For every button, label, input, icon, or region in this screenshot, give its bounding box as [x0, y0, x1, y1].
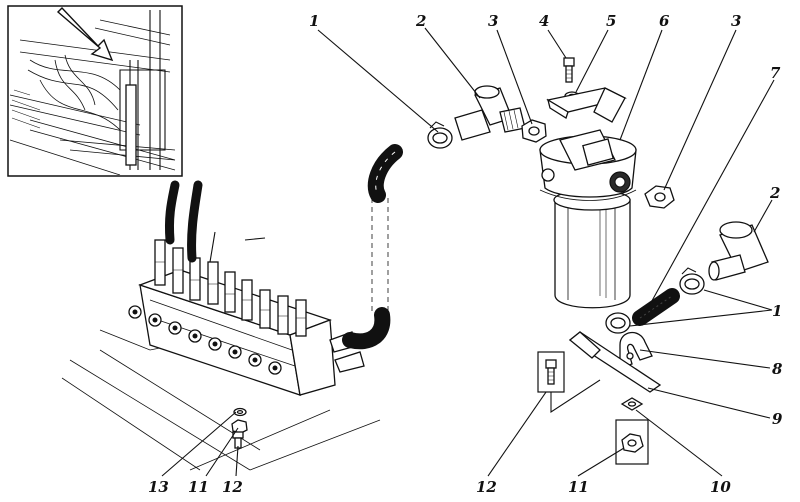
fuel-pipe [568, 331, 662, 393]
callout-2-right: 2 [769, 184, 780, 202]
callout-6: 6 [659, 12, 670, 30]
locator-arrow-icon [56, 7, 114, 62]
bolt-top [563, 57, 575, 83]
short-hose [632, 288, 680, 326]
callout-2-top: 2 [415, 12, 426, 30]
washer-left [233, 407, 247, 417]
callout-3-right: 3 [731, 12, 741, 30]
nut-left [231, 419, 248, 434]
mounting-bracket [546, 87, 627, 123]
elbow-fitting-top [454, 85, 526, 141]
callout-7: 7 [770, 64, 781, 82]
callout-8: 8 [772, 360, 783, 378]
callout-11-left: 11 [188, 478, 209, 496]
hose-clamp-top [427, 121, 453, 149]
callout-3-top: 3 [488, 12, 498, 30]
washer-bottom [620, 397, 644, 411]
callout-4: 4 [539, 12, 549, 30]
callout-5: 5 [606, 12, 616, 30]
elbow-fitting-right [708, 221, 769, 281]
callout-12-bottom: 12 [476, 478, 497, 496]
callout-13: 13 [148, 478, 169, 496]
nut-bottom [615, 419, 649, 465]
bolt-left [232, 431, 244, 449]
callout-10: 10 [710, 478, 731, 496]
manifold-block [61, 180, 381, 471]
supply-hose [342, 144, 403, 350]
callout-9: 9 [772, 410, 783, 428]
bolt-bottom [537, 351, 601, 414]
inset-locator-view [7, 5, 183, 177]
callout-1-right: 1 [772, 302, 782, 320]
hose-clamp-lower [605, 312, 631, 334]
callout-12-left: 12 [222, 478, 243, 496]
nut-top [521, 119, 547, 143]
fuel-filter [539, 129, 637, 309]
pipe-clip [619, 331, 653, 369]
nut-right [644, 185, 675, 209]
callout-1-top: 1 [309, 12, 319, 30]
hose-clamp-right [679, 267, 705, 295]
callout-11-bottom: 11 [568, 478, 589, 496]
leader-lines [161, 27, 775, 477]
callout-labels: 1 2 3 4 5 6 3 7 2 1 8 9 10 11 12 13 11 1… [148, 12, 783, 496]
